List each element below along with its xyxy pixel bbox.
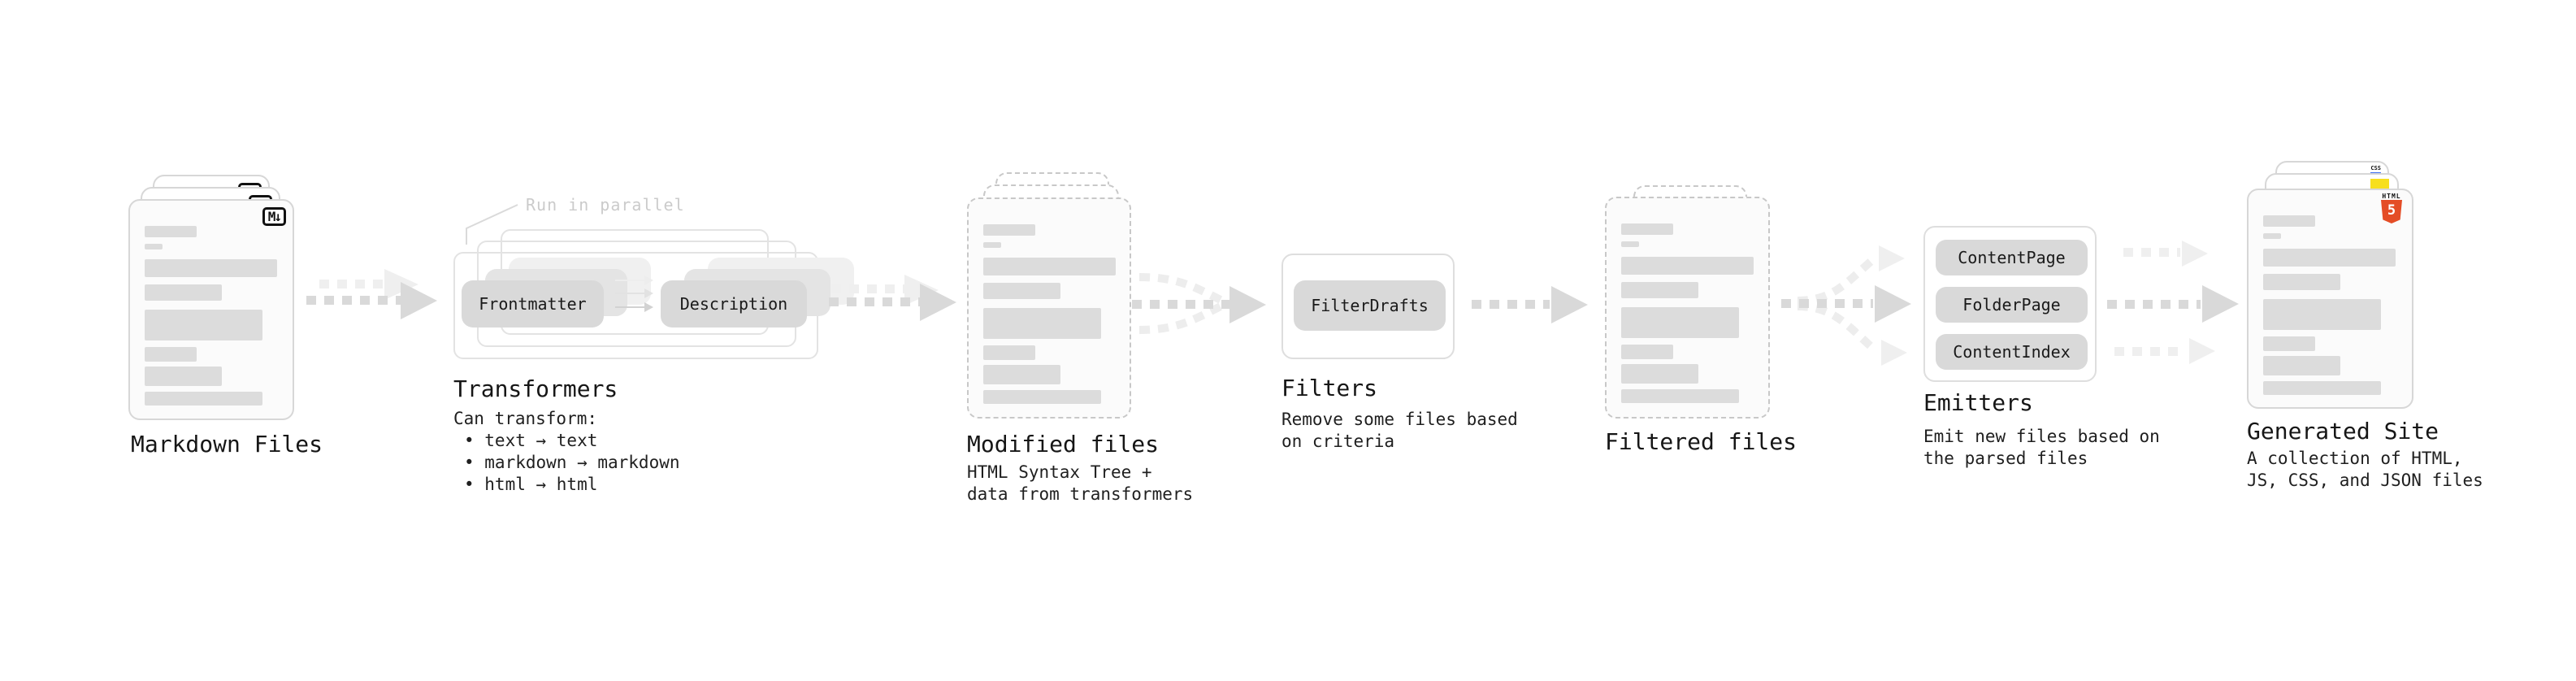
flow-arrowhead (401, 282, 437, 319)
filter-drafts-box: FilterDrafts (1294, 280, 1446, 331)
frontmatter-box: Frontmatter (462, 280, 604, 327)
flow-arrow (306, 296, 401, 305)
modified-files-desc-line: data from transformers (967, 484, 1194, 504)
flow-arrow-light (2123, 248, 2180, 257)
javascript-icon (2370, 179, 2389, 189)
emitters-desc-line: Emit new files based on (1923, 427, 2160, 446)
flow-arrowhead-light (2182, 241, 2208, 267)
content-page-box: ContentPage (1936, 240, 2088, 275)
html5-icon-shield: 5 (2381, 200, 2402, 223)
flow-arrowhead-light (2189, 338, 2215, 364)
generated-site-desc-line: A collection of HTML, (2247, 449, 2463, 468)
flow-arrow (1781, 299, 1873, 308)
text-placeholder-bars (983, 224, 1116, 404)
filters-desc-line: on criteria (1281, 432, 1395, 451)
flow-arrowhead (1551, 286, 1588, 323)
html5-icon: HTML 5 (2381, 193, 2402, 223)
generated-site-description: A collection of HTML, JS, CSS, and JSON … (2247, 448, 2483, 492)
transform-arrow (615, 302, 653, 312)
flow-arrowhead (1229, 286, 1266, 323)
run-in-parallel-label: Run in parallel (526, 195, 685, 215)
description-box: Description (661, 280, 807, 327)
flow-arrowhead (2202, 285, 2239, 323)
filters-desc-line: Remove some files based (1281, 410, 1518, 429)
text-placeholder-bars (145, 226, 277, 406)
filters-description: Remove some files based on criteria (1281, 409, 1518, 453)
modified-file-card-front (967, 197, 1131, 419)
flow-arrowhead-light (1881, 340, 1907, 366)
transformers-bullet: • html → html (464, 475, 598, 494)
flow-arrow (2107, 300, 2201, 309)
markdown-files-title: Markdown Files (131, 431, 323, 458)
transform-arrow (615, 288, 653, 298)
markdown-icon: M↓ (262, 207, 286, 226)
emitters-desc-line: the parsed files (1923, 449, 2088, 468)
filters-title: Filters (1281, 375, 1378, 401)
flow-arrowhead (1875, 285, 1911, 323)
generated-site-stack: CSS HTML 5 (2247, 161, 2419, 413)
emitters-description: Emit new files based on the parsed files (1923, 426, 2160, 470)
filtered-file-card-front (1605, 197, 1770, 419)
flow-arrow-light (831, 284, 906, 293)
flow-arrowhead (920, 284, 956, 321)
transformers-description: Can transform: • text → text • markdown … (453, 408, 680, 496)
emitters-title: Emitters (1923, 389, 2033, 416)
transformers-desc-heading: Can transform: (453, 409, 598, 428)
html5-icon-word: HTML (2382, 193, 2401, 200)
emitters-card: ContentPage FolderPage ContentIndex (1923, 226, 2097, 382)
transformers-title: Transformers (453, 375, 618, 402)
modified-files-description: HTML Syntax Tree + data from transformer… (967, 462, 1193, 505)
filters-card: FilterDrafts (1281, 254, 1455, 359)
flow-arrow (829, 297, 920, 306)
transformers-bullet: • markdown → markdown (464, 453, 680, 472)
generated-site-title: Generated Site (2247, 418, 2439, 445)
flow-arrow-light (2114, 347, 2183, 356)
filtered-files-stack (1605, 185, 1776, 421)
modified-files-desc-line: HTML Syntax Tree + (967, 462, 1152, 482)
flow-arrow (1132, 300, 1229, 309)
modified-files-title: Modified files (967, 431, 1160, 458)
flow-arrow-light (319, 280, 386, 288)
text-placeholder-bars (2263, 215, 2396, 395)
filtered-files-title: Filtered files (1605, 428, 1798, 455)
flow-arrowhead-light (1879, 245, 1905, 271)
folder-page-box: FolderPage (1936, 287, 2088, 323)
markdown-files-stack: M↓ M↓ M↓ (128, 175, 301, 420)
modified-files-stack (967, 172, 1138, 420)
transformers-bullet: • text → text (464, 431, 598, 450)
generated-site-desc-line: JS, CSS, and JSON files (2247, 471, 2483, 490)
flow-arrow (1472, 300, 1550, 309)
content-index-box: ContentIndex (1936, 334, 2088, 370)
transform-arrow (615, 275, 653, 285)
text-placeholder-bars (1621, 223, 1754, 403)
generated-file-card-front: HTML 5 (2247, 189, 2413, 409)
markdown-file-card-front: M↓ (128, 199, 294, 420)
